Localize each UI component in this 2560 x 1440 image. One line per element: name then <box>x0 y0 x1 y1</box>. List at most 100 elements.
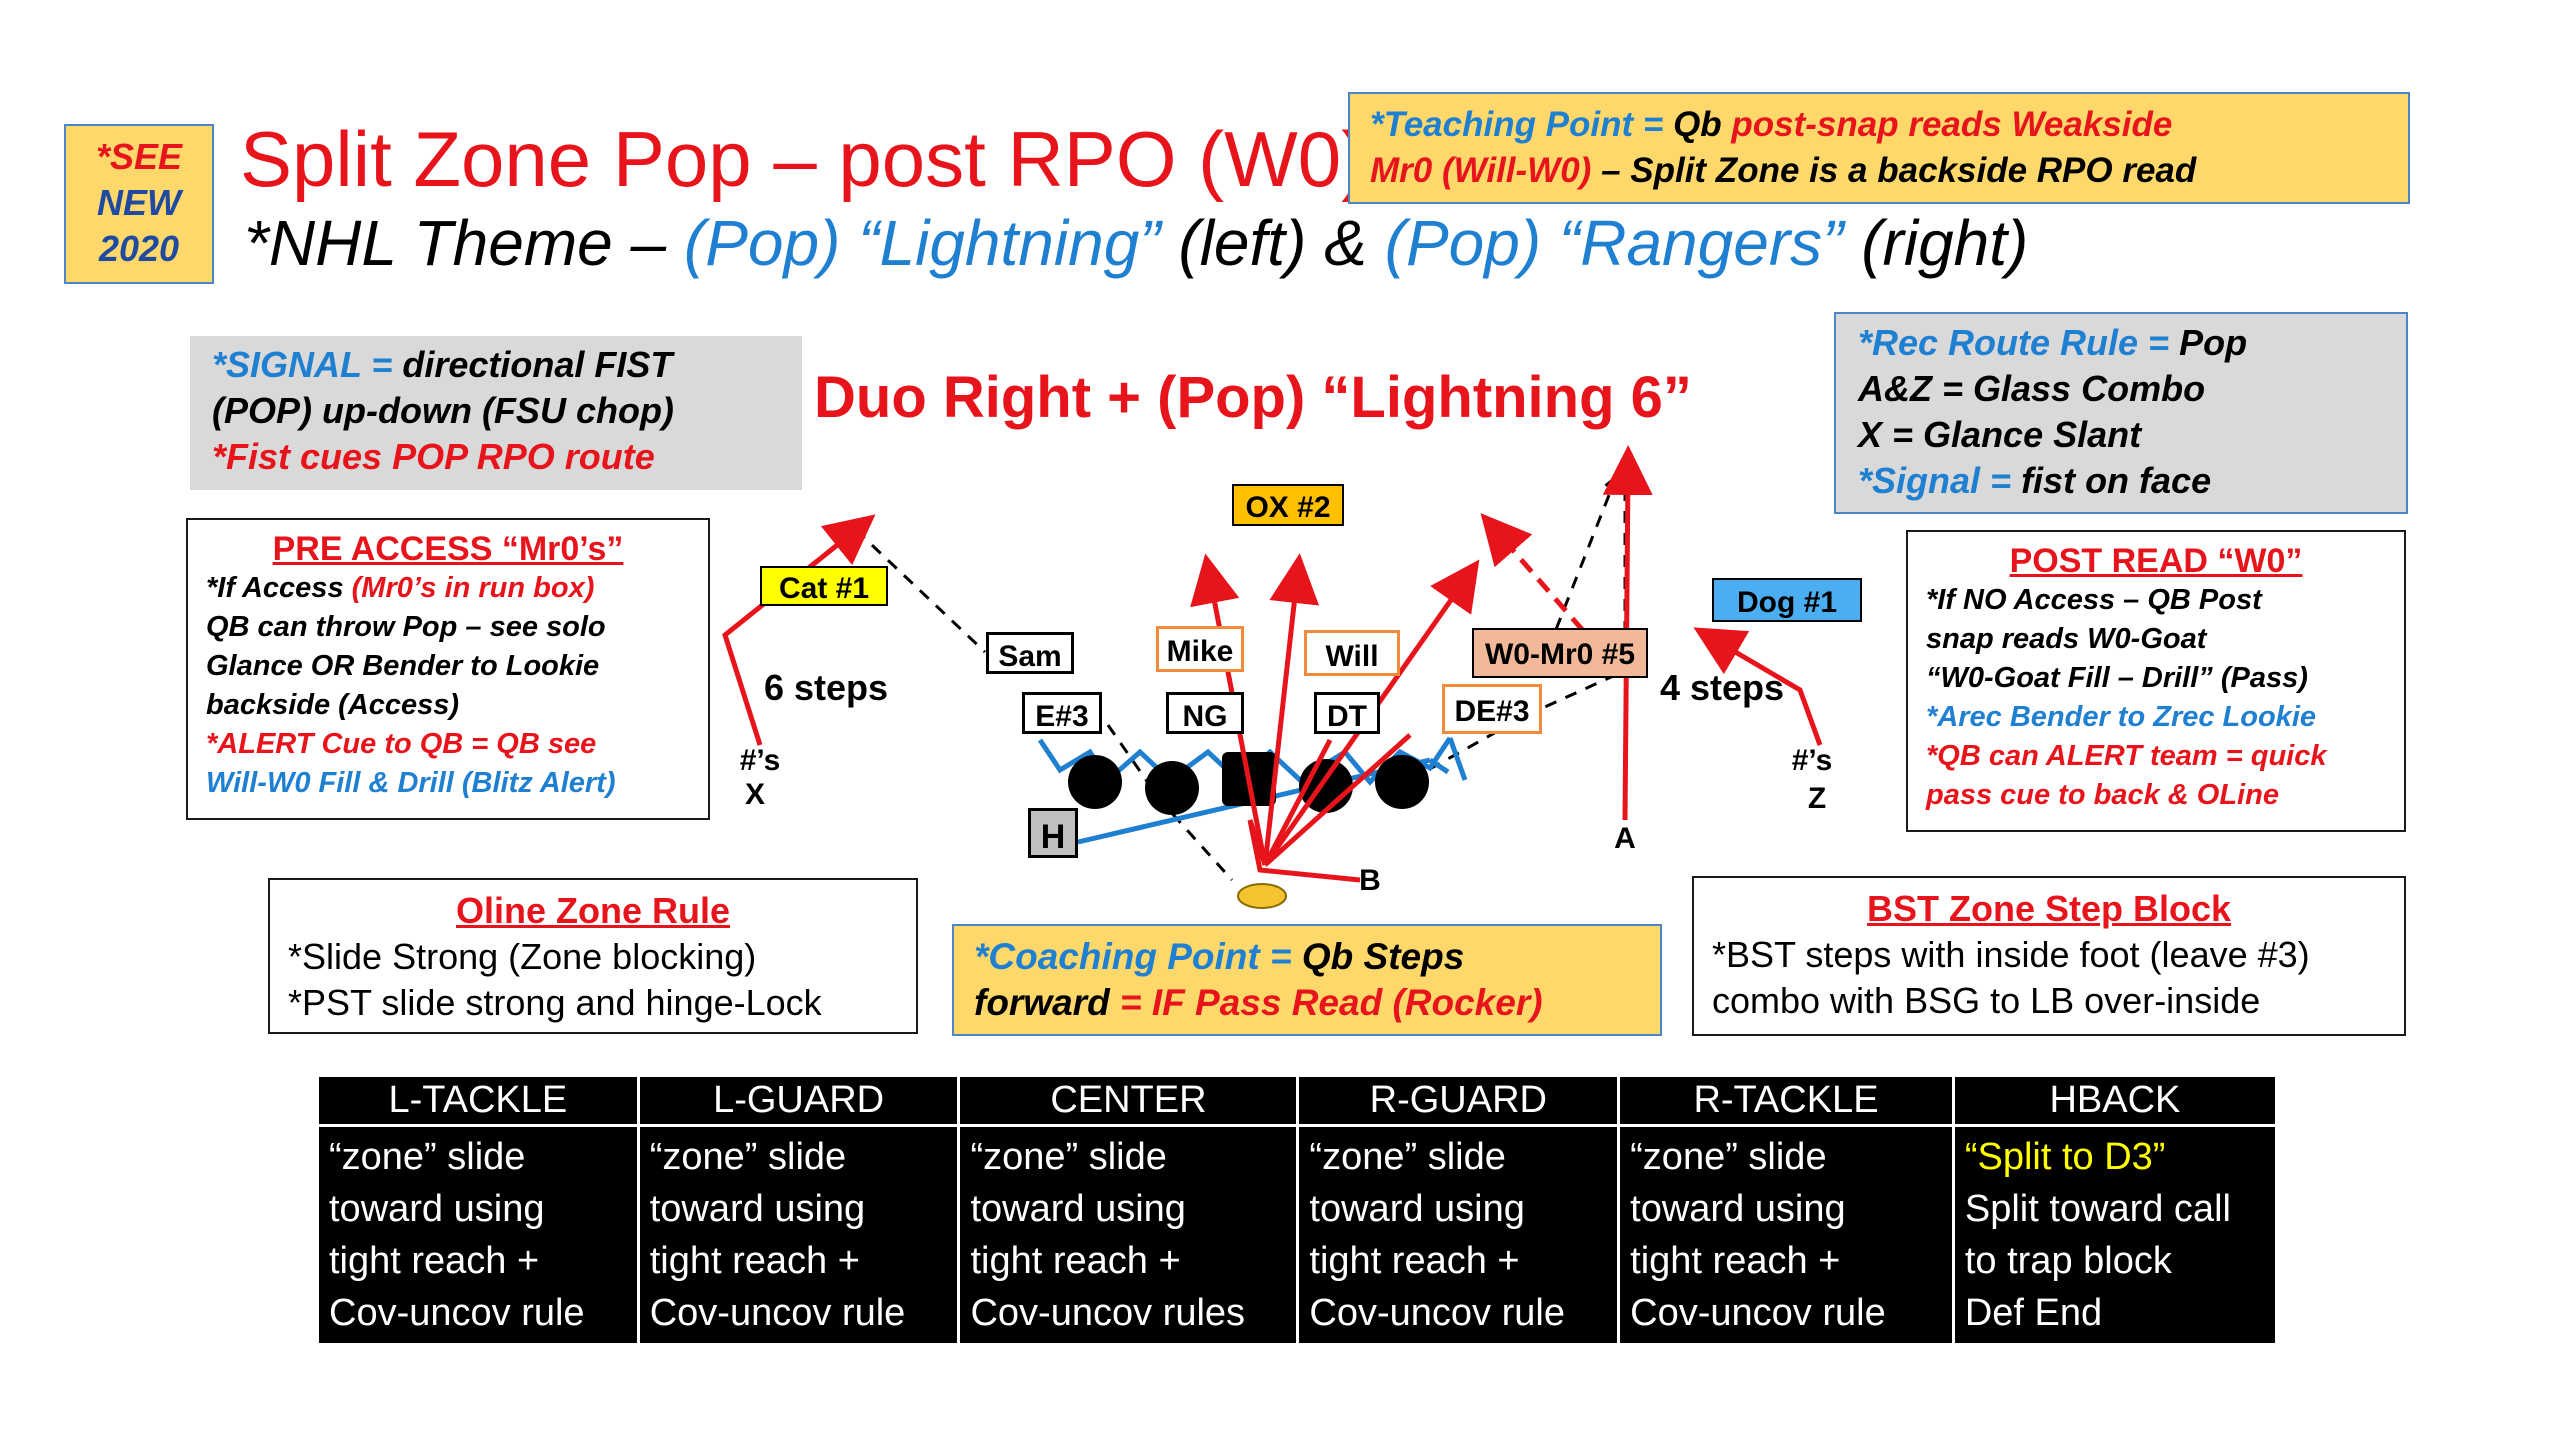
oline-rule-l1: *Slide Strong (Zone blocking) <box>288 936 757 977</box>
subtitle-e: (right) <box>1843 207 2029 279</box>
bst-rule-l2: combo with BSG to LB over-inside <box>1712 980 2261 1021</box>
cell-line: tight reach + <box>649 1240 860 1282</box>
cell-line: “zone” slide <box>1630 1136 1827 1178</box>
bst-rule-l1: *BST steps with inside foot (leave #3) <box>1712 934 2310 975</box>
rec-l1b: Pop <box>2179 322 2248 363</box>
cell-center: “zone” slide toward using tight reach + … <box>957 1124 1300 1346</box>
header-l-guard: L-GUARD <box>636 1074 961 1127</box>
new-2020-badge: *SEE NEW 2020 <box>64 124 214 284</box>
bst-zone-step-box: BST Zone Step Block *BST steps with insi… <box>1692 876 2406 1036</box>
cell-line: Cov-uncov rules <box>970 1292 1246 1334</box>
cell-line: toward using <box>649 1188 866 1230</box>
post-l3: “W0-Goat Fill – Drill” (Pass) <box>1926 662 2308 694</box>
header-center: CENTER <box>957 1074 1300 1127</box>
page-subtitle: *NHL Theme – (Pop) “Lightning” (left) & … <box>244 206 2028 280</box>
oline-rule-l2: *PST slide strong and hinge-Lock <box>288 982 822 1023</box>
h-back-label: H <box>1028 808 1078 858</box>
rec-l1a: *Rec Route Rule = <box>1858 322 2180 363</box>
play-call: Duo Right + (Pop) “Lightning 6” <box>814 365 1692 430</box>
cell-line: “zone” slide <box>970 1136 1167 1178</box>
coaching-l2b: = IF Pass Read (Rocker) <box>1119 982 1543 1023</box>
table-row: “zone” slide toward using tight reach + … <box>316 1124 2279 1346</box>
signal-l3: *Fist cues POP RPO route <box>212 436 655 477</box>
cell-line: Split toward call <box>1964 1188 2231 1230</box>
rec-l4a: *Signal = <box>1858 460 2022 501</box>
a-receiver-label: A <box>1614 822 1636 855</box>
sam-defender-label: Sam <box>986 632 1074 674</box>
header-l-tackle: L-TACKLE <box>316 1074 640 1127</box>
dog-defender-label: Dog #1 <box>1712 578 1862 622</box>
rec-route-rule-box: *Rec Route Rule = Pop A&Z = Glass Combo … <box>1834 312 2408 514</box>
cell-line: tight reach + <box>329 1240 540 1282</box>
cell-line: toward using <box>1309 1188 1525 1230</box>
cell-line: “Split to D3” <box>1964 1136 2166 1178</box>
pre-l1b: (Mr0’s in run box) <box>351 572 595 604</box>
cell-l-tackle: “zone” slide toward using tight reach + … <box>316 1124 640 1346</box>
cell-line: “zone” slide <box>329 1136 526 1178</box>
z-receiver-label: Z <box>1807 782 1827 815</box>
dt-defender-label: DT <box>1314 692 1380 734</box>
four-steps-label: 4 steps <box>1660 667 1785 708</box>
cell-line: tight reach + <box>1630 1240 1841 1282</box>
page-title: Split Zone Pop – post RPO (W0) <box>240 115 1368 203</box>
six-steps-label: 6 steps <box>764 667 889 708</box>
cell-r-tackle: “zone” slide toward using tight reach + … <box>1617 1124 1955 1346</box>
cell-line: to trap block <box>1964 1240 2172 1282</box>
quarterback-marker <box>1237 883 1287 909</box>
ol-right-tackle <box>1375 755 1429 809</box>
ol-left-guard <box>1145 761 1199 815</box>
post-l4: *Arec Bender to Zrec Lookie <box>1926 701 2316 733</box>
teaching-l2b: – Split Zone is a backside RPO read <box>1591 151 2197 190</box>
cell-line: toward using <box>970 1188 1186 1230</box>
post-l2: snap reads W0-Goat <box>1926 623 2207 655</box>
pre-l3: Glance OR Bender to Lookie <box>206 650 600 682</box>
pre-l2: QB can throw Pop – see solo <box>206 611 606 643</box>
teaching-l1c: post-snap reads Weakside <box>1731 105 2173 144</box>
header-r-guard: R-GUARD <box>1296 1074 1621 1127</box>
z-receiver-numbers: #’s <box>1791 744 1833 777</box>
cell-line: “zone” slide <box>1309 1136 1506 1178</box>
cell-line: Cov-uncov rule <box>1630 1292 1886 1334</box>
ng-defender-label: NG <box>1166 692 1244 734</box>
post-l6: pass cue to back & OLine <box>1926 779 2279 811</box>
cell-line: Cov-uncov rule <box>649 1292 906 1334</box>
coaching-l1b: Qb Steps <box>1301 936 1465 977</box>
pre-access-title: PRE ACCESS “Mr0’s” <box>272 530 624 568</box>
oline-zone-rule-box: Oline Zone Rule *Slide Strong (Zone bloc… <box>268 878 918 1034</box>
oline-rule-title: Oline Zone Rule <box>455 890 731 931</box>
subtitle-c: (left) & <box>1160 207 1385 279</box>
cell-line: “zone” slide <box>649 1136 847 1178</box>
pre-l5: *ALERT Cue to QB = QB see <box>206 728 597 760</box>
coaching-point-box: *Coaching Point = Qb Steps forward = IF … <box>952 924 1662 1036</box>
rec-l2: A&Z = Glass Combo <box>1858 368 2206 409</box>
post-l1: *If NO Access – QB Post <box>1926 584 2262 616</box>
cell-line: Cov-uncov rule <box>1309 1292 1565 1334</box>
coaching-l2a: forward <box>974 982 1120 1023</box>
w0-mr0-defender-label: W0-Mr0 #5 <box>1472 628 1648 678</box>
x-receiver-numbers: #’s <box>739 744 781 777</box>
badge-line-1: *SEE <box>95 136 183 177</box>
cat-defender-label: Cat #1 <box>760 566 888 606</box>
post-read-title: POST READ “W0” <box>2009 542 2303 580</box>
teaching-l1b: Qb <box>1673 105 1732 144</box>
ol-left-tackle <box>1068 755 1122 809</box>
cell-line: toward using <box>329 1188 545 1230</box>
cell-line: Def End <box>1964 1292 2103 1334</box>
x-receiver-label: X <box>744 778 765 811</box>
assignment-table: L-TACKLE L-GUARD CENTER R-GUARD R-TACKLE… <box>316 1074 2279 1346</box>
cell-line: Cov-uncov rule <box>329 1292 585 1334</box>
pre-access-box: PRE ACCESS “Mr0’s” *If Access (Mr0’s in … <box>186 518 710 820</box>
rec-l3: X = Glance Slant <box>1858 414 2142 455</box>
will-defender-label: Will <box>1304 630 1400 676</box>
coaching-l1a: *Coaching Point = <box>974 936 1302 977</box>
mike-defender-label: Mike <box>1156 626 1244 672</box>
badge-line-2: NEW <box>97 182 181 223</box>
subtitle-d: (Pop) “Rangers” <box>1384 207 1844 279</box>
post-l5: *QB can ALERT team = quick <box>1926 740 2327 772</box>
e3-defender-label: E#3 <box>1022 692 1102 734</box>
bst-rule-title: BST Zone Step Block <box>1866 888 2232 929</box>
subtitle-b: (Pop) “Lightning” <box>683 207 1161 279</box>
b-back-label: B <box>1359 864 1381 897</box>
pre-l6: Will-W0 Fill & Drill (Blitz Alert) <box>206 767 616 799</box>
